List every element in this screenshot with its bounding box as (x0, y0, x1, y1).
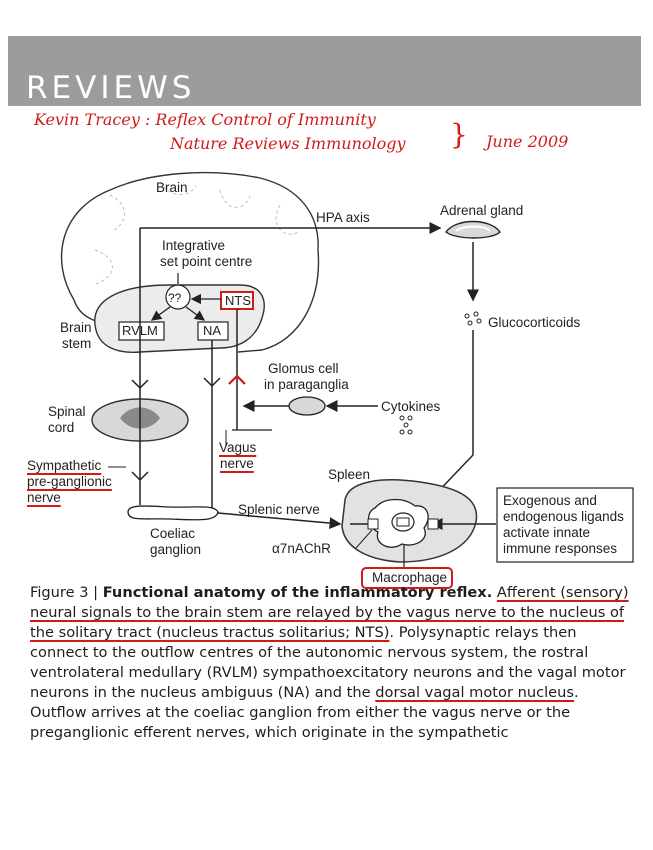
adrenal-gland-shape (445, 220, 501, 239)
exogenous-label-2: endogenous ligands (503, 509, 624, 524)
brain-outline (60, 171, 320, 353)
coeliac-label-2: ganglion (150, 542, 202, 557)
sympathetic-label-1: Sympathetic (27, 458, 102, 473)
sympathetic-label-3: nerve (27, 490, 61, 505)
macrophage-label: Macrophage (372, 570, 448, 585)
exogenous-label-3: activate innate (503, 525, 591, 540)
caption-text-outflow: . Outflow arrives at the coeliac ganglio… (30, 684, 579, 741)
inflammatory-reflex-diagram (60, 171, 634, 589)
figure-number: Figure 3 | (30, 584, 103, 601)
brain-label: Brain (156, 180, 188, 195)
coeliac-ganglion-shape (127, 505, 219, 521)
spleen-label: Spleen (328, 467, 371, 482)
sympathetic-label-2: pre-ganglionic (27, 474, 112, 489)
na-box-label: NA (203, 323, 222, 338)
rvlm-box-label: RVLM (122, 323, 158, 338)
spinal-cord-label-2: cord (48, 420, 75, 435)
adrenal-gland-label: Adrenal gland (440, 203, 524, 218)
integrative-label-1: Integrative (162, 238, 226, 253)
caption-text-relays: . Polysynaptic relays then connect to th… (30, 624, 626, 701)
exogenous-label-4: immune responses (503, 541, 618, 556)
brain-stem-label-2: stem (62, 336, 92, 351)
section-banner (8, 36, 641, 106)
splenic-nerve-label: Splenic nerve (238, 502, 320, 517)
integrative-label-2: set point centre (160, 254, 253, 269)
cytokines-label: Cytokines (381, 399, 441, 414)
hpa-axis-label: HPA axis (316, 210, 370, 225)
nts-box-label: NTS (225, 293, 251, 308)
vagus-label-2: nerve (220, 456, 254, 471)
section-title: REVIEWS (26, 70, 196, 106)
figure-caption: Figure 3 | Functional anatomy of the inf… (30, 583, 630, 743)
caption-underlined-afferent: Afferent (sensory) neural signals to the… (30, 584, 629, 641)
brain-stem-label-1: Brain (60, 320, 92, 335)
caption-underlined-dvmn: dorsal vagal motor nucleus (375, 684, 575, 701)
annotation-line-2: Nature Reviews Immunology (170, 134, 406, 153)
caption-heading: Functional anatomy of the inflammatory r… (102, 584, 493, 601)
spinal-cord-label-1: Spinal (48, 404, 86, 419)
coeliac-label-1: Coeliac (150, 526, 196, 541)
vagus-label-1: Vagus (219, 440, 257, 455)
annotation-brace: } (450, 118, 468, 151)
exogenous-label-1: Exogenous and (503, 493, 597, 508)
annotation-line-1: Kevin Tracey : Reflex Control of Immunit… (34, 110, 376, 129)
unknown-node-label: ?? (168, 291, 182, 305)
glomus-cell-shape (288, 396, 326, 416)
glucocorticoids-label: Glucocorticoids (488, 315, 581, 330)
a7nachr-label: α7nAChR (272, 541, 331, 556)
glomus-label-1: Glomus cell (268, 361, 339, 376)
glomus-label-2: in paraganglia (264, 377, 349, 392)
annotation-date: June 2009 (486, 132, 569, 151)
